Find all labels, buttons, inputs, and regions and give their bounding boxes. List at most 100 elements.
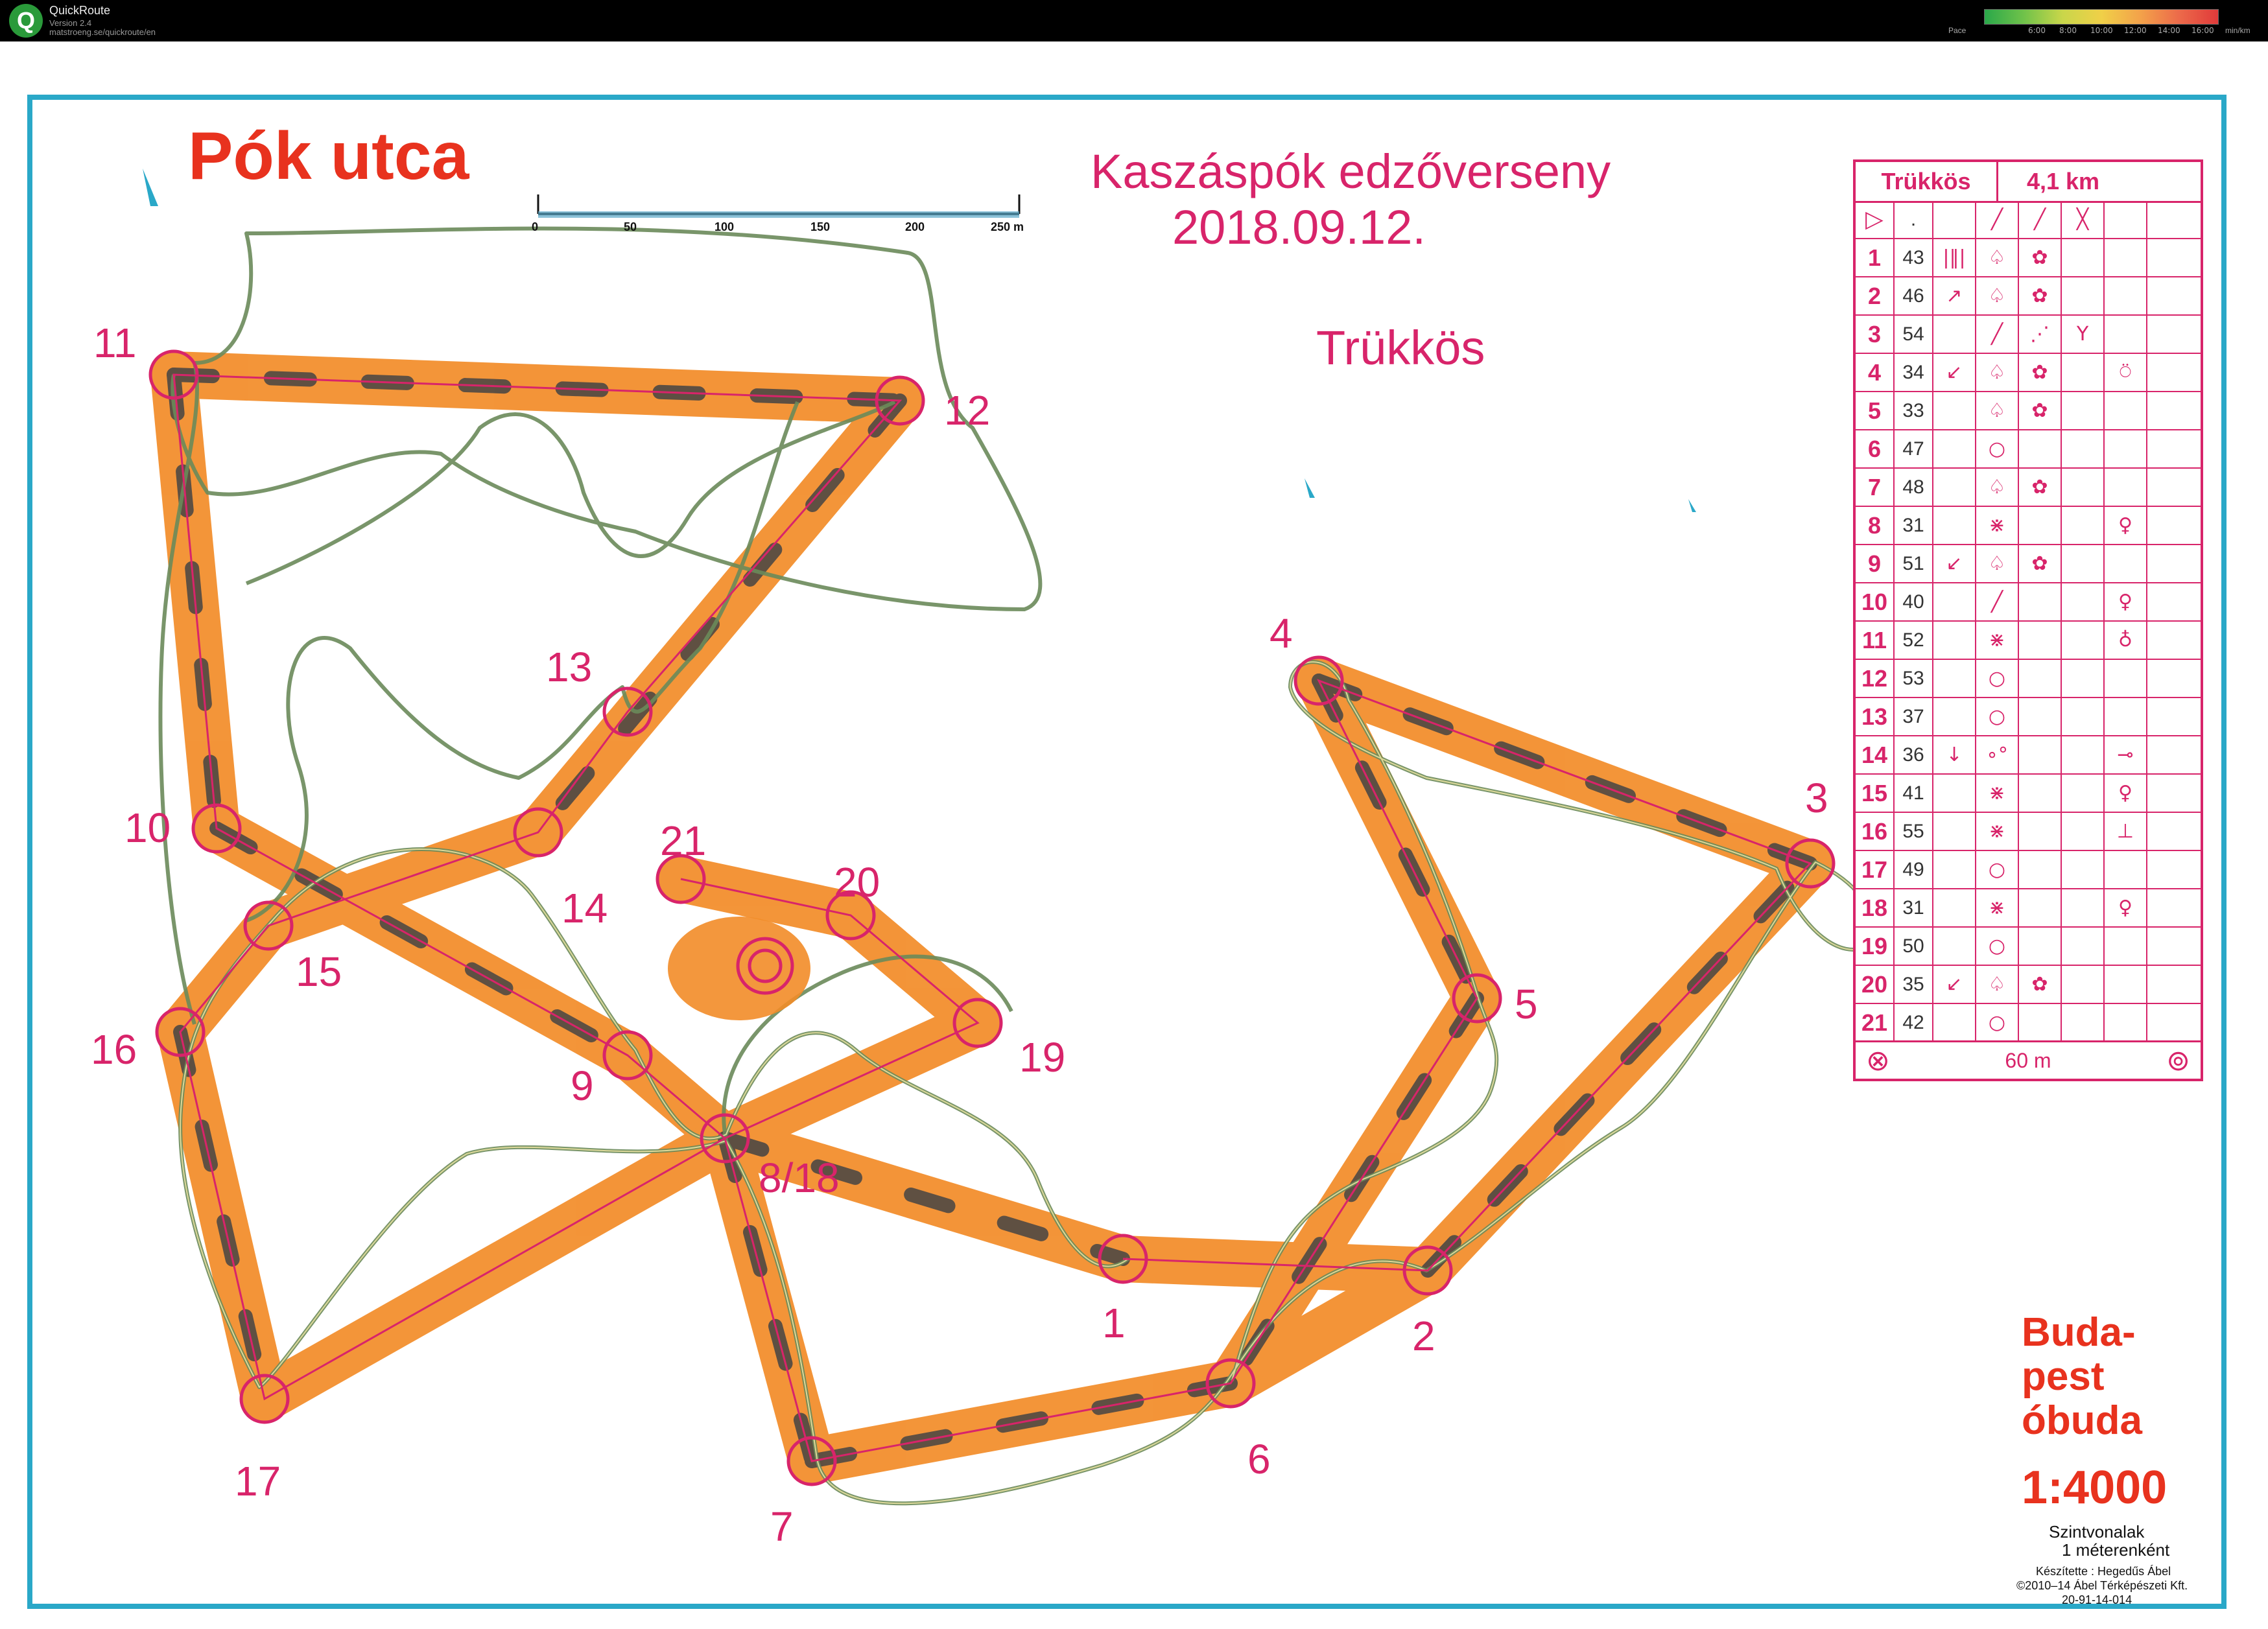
hill-contour <box>736 937 794 995</box>
appearance-symbol <box>2062 239 2105 276</box>
control-code: 36 <box>1895 736 1933 773</box>
control-number: 21 <box>660 817 707 864</box>
control-number: 12 <box>944 387 991 434</box>
feature-symbol: ♤ <box>1976 277 2019 314</box>
which-feature-symbol <box>1933 507 1976 544</box>
description-course-name: Trükkös <box>1856 162 1998 201</box>
which-feature-symbol <box>1933 622 1976 659</box>
control-sequence: 16 <box>1856 813 1895 850</box>
other-info-symbol <box>2105 928 2147 965</box>
control-number: 17 <box>235 1458 281 1505</box>
feature-symbol: ○ <box>1976 430 2019 467</box>
contour-interval: 1 méterenként <box>2062 1540 2170 1560</box>
scale-bar-label: 250 m <box>991 220 1024 233</box>
orienteering-map[interactable] <box>0 41 2268 1629</box>
location-symbol <box>2147 966 2199 1003</box>
appearance-symbol <box>2062 430 2105 467</box>
feature-symbol: ∘° <box>1976 736 2019 773</box>
region-line: Buda- <box>2022 1310 2136 1355</box>
terrain-corridors <box>150 351 1834 1484</box>
appearance-symbol <box>2062 775 2105 812</box>
quickroute-logo-icon: Q <box>9 4 43 38</box>
other-info-symbol <box>2105 1004 2147 1041</box>
feature-detail-symbol <box>2019 736 2062 773</box>
control-circle <box>952 998 1003 1048</box>
control-code: 35 <box>1895 966 1933 1003</box>
control-number: 9 <box>571 1062 594 1109</box>
start-triangle-icon: ▷ <box>1856 201 1895 238</box>
feature-detail-symbol: ✿ <box>2019 354 2062 391</box>
appearance-symbol: Y <box>2062 316 2105 353</box>
map-canvas[interactable]: Pók utca Kaszáspók edzőverseny 2018.09.1… <box>0 41 2268 1629</box>
location-symbol <box>2147 1004 2199 1041</box>
location-symbol <box>2147 507 2199 544</box>
other-info-symbol <box>2105 469 2147 506</box>
feature-symbol: ⋇ <box>1976 622 2019 659</box>
which-feature-symbol <box>1933 316 1976 353</box>
control-code: 48 <box>1895 469 1933 506</box>
location-symbol <box>2147 928 2199 965</box>
control-circle <box>1205 1358 1256 1409</box>
control-sequence: 1 <box>1856 239 1895 276</box>
feature-symbol: ⋇ <box>1976 813 2019 850</box>
location-symbol <box>2147 775 2199 812</box>
control-sequence: 2 <box>1856 277 1895 314</box>
course-legs <box>172 373 1812 1462</box>
feature-symbol: ♤ <box>1976 239 2019 276</box>
app-name: QuickRoute <box>49 4 111 17</box>
finish-distance: 60 m <box>2005 1048 2051 1072</box>
control-code: 31 <box>1895 889 1933 926</box>
which-feature-symbol <box>1933 889 1976 926</box>
appearance-symbol <box>2062 545 2105 582</box>
feature-detail-symbol <box>2019 851 2062 888</box>
appearance-symbol <box>2062 583 2105 620</box>
other-info-symbol <box>2105 392 2147 429</box>
control-number: 10 <box>124 804 171 851</box>
course-name: Trükkös <box>1316 321 1485 375</box>
feature-detail-symbol <box>2019 775 2062 812</box>
pace-tick: 6:00 <box>2028 26 2046 35</box>
control-circles <box>148 349 1836 1486</box>
control-number: 3 <box>1805 775 1828 821</box>
event-name: Kaszáspók edzőverseny <box>1091 145 1611 198</box>
control-sequence: 12 <box>1856 660 1895 697</box>
pace-tick: 16:00 <box>2191 26 2214 35</box>
control-sequence: 10 <box>1856 583 1895 620</box>
other-info-symbol: ♁ <box>2105 622 2147 659</box>
control-sequence: 17 <box>1856 851 1895 888</box>
appearance-symbol <box>2062 392 2105 429</box>
hill-contour <box>748 948 783 983</box>
other-info-symbol: ⍥ <box>2105 354 2147 391</box>
location-symbol <box>2147 583 2199 620</box>
pace-tick: 10:00 <box>2090 26 2113 35</box>
control-code: 33 <box>1895 392 1933 429</box>
control-sequence: 11 <box>1856 622 1895 659</box>
app-titlebar: Q QuickRoute Version 2.4 matstroeng.se/q… <box>0 0 2268 41</box>
control-code: 31 <box>1895 507 1933 544</box>
other-info-symbol: ♀ <box>2105 583 2147 620</box>
control-circle <box>243 900 294 951</box>
feature-symbol: ╱ <box>1976 316 2019 353</box>
control-circle <box>875 375 925 426</box>
feature-detail-symbol: ✿ <box>2019 277 2062 314</box>
which-feature-symbol <box>1933 851 1976 888</box>
feature-symbol: ○ <box>1976 660 2019 697</box>
map-scale: 1:4000 <box>2022 1462 2168 1514</box>
feature-detail-symbol: ✿ <box>2019 545 2062 582</box>
appearance-symbol <box>2062 736 2105 773</box>
control-sequence: 18 <box>1856 889 1895 926</box>
control-code: 41 <box>1895 775 1933 812</box>
which-feature-symbol: ↗ <box>1933 277 1976 314</box>
app-url: matstroeng.se/quickroute/en <box>49 27 156 37</box>
pace-color-scale <box>1984 9 2219 25</box>
which-feature-symbol: ↙ <box>1933 545 1976 582</box>
other-info-symbol <box>2105 277 2147 314</box>
control-sequence: 15 <box>1856 775 1895 812</box>
which-feature-symbol <box>1933 392 1976 429</box>
feature-detail-symbol <box>2019 698 2062 735</box>
